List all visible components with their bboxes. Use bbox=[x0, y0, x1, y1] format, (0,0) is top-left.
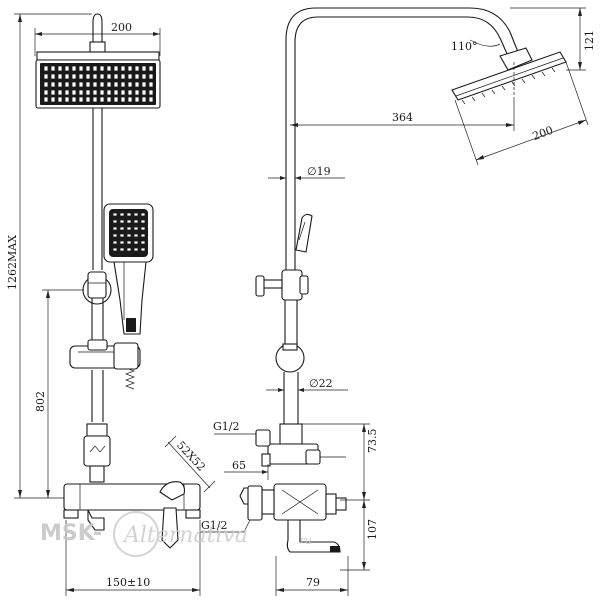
dimension-offset-65: 65 bbox=[224, 459, 269, 480]
dimension-head-drop: 121 bbox=[510, 7, 596, 71]
dimension-head-angle: 110° bbox=[451, 39, 501, 53]
head-drop-label: 121 bbox=[583, 30, 596, 51]
front-pipe-holder bbox=[82, 271, 112, 305]
mixer-width-label: 150±10 bbox=[106, 576, 150, 589]
watermark-script: Alternativa bbox=[122, 523, 248, 548]
dimension-mixer-width: 150±10 bbox=[65, 520, 201, 596]
dimension-inlet-bottom: G1/2 bbox=[200, 519, 251, 533]
shower-arm bbox=[285, 7, 519, 290]
offset-65-label: 65 bbox=[232, 459, 246, 472]
side-lower-pipe bbox=[275, 300, 305, 424]
slider-height-label: 802 bbox=[34, 391, 47, 412]
mixer-body-front bbox=[63, 481, 201, 549]
front-lower-connector bbox=[83, 423, 111, 483]
nut-size-label: 52X52 bbox=[174, 439, 208, 474]
height-73-5-label: 73.5 bbox=[366, 429, 379, 454]
inlet-thread-top-label: G1/2 bbox=[213, 420, 240, 433]
inlet-thread-bottom-label: G1/2 bbox=[201, 519, 228, 532]
hand-shower-side bbox=[295, 213, 313, 253]
side-view: 110° 121 364 bbox=[200, 7, 596, 596]
dimension-arm-length: 364 bbox=[290, 100, 515, 131]
dimension-total-height: 1262MAX bbox=[6, 13, 92, 499]
watermark-brand: MSK- bbox=[40, 521, 102, 546]
watermark-suffix: .ru bbox=[296, 534, 312, 547]
upper-diameter-label: ∅19 bbox=[307, 165, 331, 178]
hand-shower-front bbox=[103, 203, 154, 390]
dimension-depth-79: 79 bbox=[275, 556, 349, 596]
front-main-pipe bbox=[91, 108, 104, 422]
depth-79-label: 79 bbox=[306, 576, 320, 589]
mixer-body-side bbox=[239, 483, 347, 553]
rain-shower-head-side bbox=[451, 47, 567, 105]
rain-shower-head-front bbox=[35, 51, 161, 109]
total-height-label: 1262MAX bbox=[6, 235, 19, 290]
shower-head-nozzle-holes bbox=[43, 65, 154, 103]
watermark: MSK- Alternativa .ru bbox=[40, 511, 312, 557]
watermark-circle-icon bbox=[113, 511, 159, 557]
front-view: 200 bbox=[6, 13, 216, 596]
height-107-label: 107 bbox=[366, 519, 379, 540]
dimension-inlet-top: G1/2 bbox=[213, 420, 256, 435]
dimension-height-107: 107 bbox=[340, 500, 379, 571]
head-width-side-label: 200 bbox=[531, 124, 555, 143]
dimension-upper-diameter: ∅19 bbox=[268, 165, 345, 180]
head-width-front-label: 200 bbox=[111, 21, 132, 34]
lower-diameter-label: ∅22 bbox=[309, 377, 333, 390]
dimension-head-width-front: 200 bbox=[34, 21, 161, 56]
slider-bracket bbox=[69, 339, 141, 370]
dimension-slider-height: 802 bbox=[34, 289, 84, 498]
dimension-lower-diameter: ∅22 bbox=[266, 377, 348, 392]
diverter-side bbox=[255, 423, 346, 467]
holder-knob-side bbox=[255, 269, 309, 301]
front-riser-pipe bbox=[89, 13, 106, 53]
dimension-height-73-5: 73.5 bbox=[300, 423, 379, 501]
head-angle-label: 110° bbox=[451, 40, 478, 53]
arm-length-label: 364 bbox=[392, 111, 413, 124]
